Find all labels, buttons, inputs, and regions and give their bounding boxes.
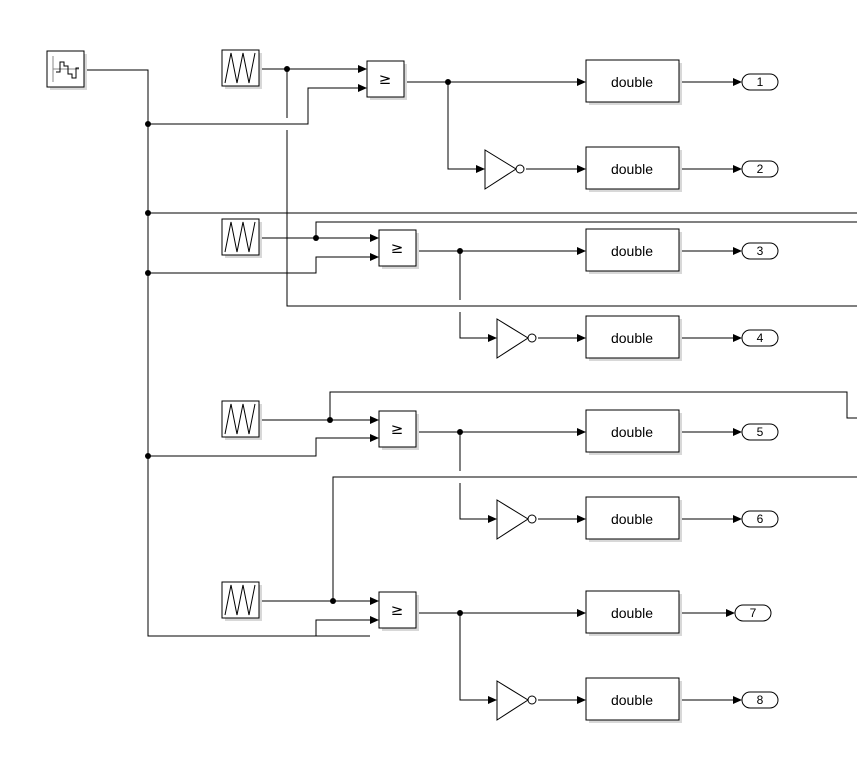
carrier-block-4[interactable] [221,581,262,621]
conversion-label: double [611,511,653,527]
repeating-sequence-stair-block[interactable] [46,50,87,90]
comparator-label: ≥ [391,420,404,438]
logical-not-block-3[interactable] [496,499,537,540]
inversion-bubble-icon [527,333,537,343]
conversion-block-1[interactable]: double [585,59,682,105]
conversion-block-3[interactable]: double [585,228,682,274]
carrier-block-3[interactable] [221,400,262,440]
conversion-label: double [611,74,653,90]
outport-number: 8 [757,693,764,707]
wire-carrier2-branch[interactable] [315,221,857,238]
logical-not-block-4[interactable] [496,680,537,721]
outport-number: 5 [757,425,764,439]
triangle-wave-icon [224,52,256,84]
wire-source-to-cmp1[interactable] [148,87,360,125]
wire-cmp1-to-not1[interactable] [447,82,478,170]
carrier-block-2[interactable] [221,218,262,258]
wire-carrier3-branch[interactable] [329,391,857,420]
wire-cmp3-to-not3[interactable] [459,483,490,520]
wire-source-trunk[interactable] [85,69,370,637]
triangle-wave-icon [224,403,256,435]
comparator-block-4[interactable]: ≥ [378,591,419,631]
comparator-block-2[interactable]: ≥ [378,229,419,269]
outport-6[interactable]: 6 [741,510,779,528]
conversion-block-6[interactable]: double [585,496,682,542]
outport-number: 7 [750,606,757,620]
conversion-block-2[interactable]: double [585,146,682,192]
comparator-block-1[interactable]: ≥ [366,60,407,100]
outport-5[interactable]: 5 [741,423,779,441]
conversion-block-8[interactable]: double [585,677,682,723]
outport-7[interactable]: 7 [734,604,772,622]
outport-number: 4 [757,331,764,345]
conversion-label: double [611,330,653,346]
comparator-label: ≥ [391,239,404,257]
wire-source-to-cmp3[interactable] [148,437,372,457]
signal-wires [85,68,857,701]
conversion-block-7[interactable]: double [585,590,682,636]
outport-1[interactable]: 1 [741,73,779,91]
branch-points [145,66,463,616]
wire-cmp2-to-not2[interactable] [459,312,490,339]
conversion-label: double [611,161,653,177]
wire-arrowheads [358,65,742,704]
inversion-bubble-icon [527,695,537,705]
conversion-label: double [611,243,653,259]
logical-not-block-1[interactable] [484,149,525,190]
wire-carrier4-branch[interactable] [332,476,857,601]
wire-source-to-cmp4[interactable] [315,619,372,636]
conversion-label: double [611,605,653,621]
outport-4[interactable]: 4 [741,329,779,347]
outport-number: 3 [757,244,764,258]
inversion-bubble-icon [515,164,525,174]
triangle-wave-icon [224,221,256,253]
outport-number: 1 [757,75,764,89]
conversion-label: double [611,424,653,440]
wire-cmp4-to-not4[interactable] [459,613,490,701]
carrier-block-1[interactable] [221,49,262,89]
outport-3[interactable]: 3 [741,242,779,260]
repeating-sequence-stair-icon [52,56,79,82]
wire-source-to-cmp2[interactable] [148,256,372,274]
conversion-block-4[interactable]: double [585,315,682,361]
outport-8[interactable]: 8 [741,691,779,709]
conversion-block-5[interactable]: double [585,409,682,455]
conversion-label: double [611,692,653,708]
outport-2[interactable]: 2 [741,160,779,178]
outport-number: 2 [757,162,764,176]
outport-number: 6 [757,512,764,526]
comparator-block-3[interactable]: ≥ [378,410,419,450]
triangle-wave-icon [224,584,256,616]
comparator-label: ≥ [379,70,392,88]
logical-not-block-2[interactable] [496,318,537,359]
inversion-bubble-icon [527,514,537,524]
comparator-label: ≥ [391,601,404,619]
wire-carrier1-branch-b[interactable] [286,130,857,307]
